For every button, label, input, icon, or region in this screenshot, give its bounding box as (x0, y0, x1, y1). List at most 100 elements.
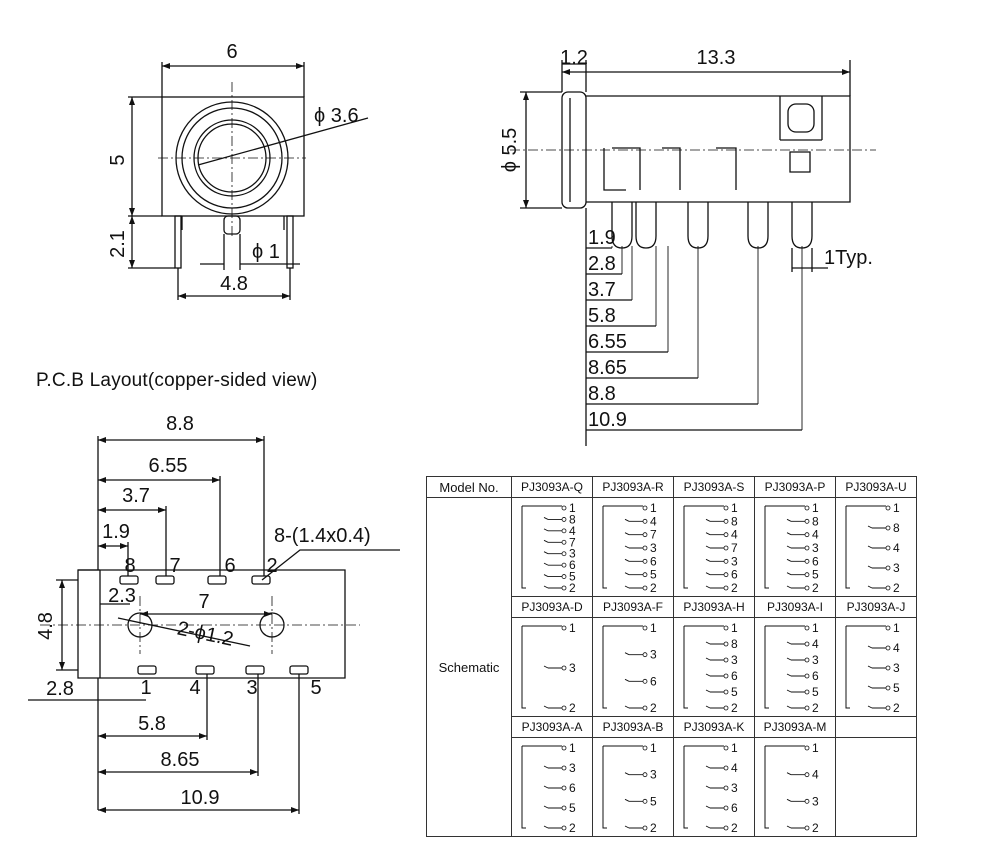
pin-terminal (723, 625, 729, 631)
pin-terminal (642, 585, 648, 591)
schematic-label: Schematic (426, 497, 512, 837)
pin-number: 1 (731, 501, 738, 515)
pin-number: 4 (731, 528, 738, 542)
pin-lead (543, 539, 562, 543)
pin-terminal (804, 641, 810, 647)
pin-spacing-dim: 4.8 (220, 273, 248, 295)
sleeve-contact (521, 626, 526, 709)
pin-terminal (804, 625, 810, 631)
pin-lead (705, 689, 724, 693)
pin-number: 2 (812, 701, 819, 715)
pin-terminal (642, 772, 648, 778)
pin-number: 6 (569, 558, 576, 572)
pin-terminal (804, 572, 810, 578)
sleeve-contact (845, 626, 850, 709)
pin-number: 6 (650, 674, 657, 688)
front-view-drawing: 6 5 2.1 ϕ 3.6 ϕ 1 4.8 (107, 41, 369, 300)
pin-terminal (642, 558, 648, 564)
pin-number: 1 (650, 621, 657, 635)
pcb-pin-3: 3 (246, 677, 257, 699)
pin-lead (705, 785, 724, 789)
pcb-pin-5: 5 (310, 677, 321, 699)
pin-number: 3 (650, 648, 657, 662)
pin-width-dim: 1Typ. (824, 247, 873, 269)
pin-number: 6 (812, 669, 819, 683)
side-pin-offsets: 1.92.83.75.86.558.658.810.9 (586, 227, 803, 431)
schematic-diagram: 132 (521, 621, 576, 715)
pin-number: 5 (569, 570, 576, 584)
pin-terminal (723, 641, 729, 647)
pin-terminal (885, 625, 891, 631)
model-name: PJ3093A-D (511, 596, 593, 618)
pin-lead (786, 705, 805, 709)
model-name: PJ3093A-Q (511, 476, 593, 498)
pin-lead (786, 657, 805, 661)
pin-terminal (885, 645, 891, 651)
pin-terminal (723, 518, 729, 524)
pin-number: 4 (812, 637, 819, 651)
model-name: PJ3093A-B (592, 716, 674, 738)
pin-terminal (723, 765, 729, 771)
sleeve-contact (602, 506, 607, 589)
pin-terminal (804, 673, 810, 679)
pin-number: 3 (569, 547, 576, 561)
pin-number: 5 (812, 568, 819, 582)
pcb-pin-8: 8 (124, 555, 135, 577)
pin-number: 4 (812, 768, 819, 782)
pin-terminal (561, 665, 567, 671)
pin-number: 3 (569, 661, 576, 675)
pin-lead (624, 798, 643, 802)
pin-number: 4 (893, 641, 900, 655)
pin-terminal (723, 558, 729, 564)
pin-number: 3 (731, 653, 738, 667)
pin-lead (705, 765, 724, 769)
pin-terminal (723, 825, 729, 831)
pin-lead (543, 585, 562, 589)
pin-lead (867, 545, 886, 549)
schematic-diagram (836, 738, 916, 836)
pin-number: 3 (650, 541, 657, 555)
offset-dim-label: 8.65 (588, 357, 627, 379)
hole-spacing-dim: 7 (198, 591, 209, 613)
pin-number: 1 (650, 501, 657, 515)
pin-number: 2 (731, 581, 738, 595)
model-name: PJ3093A-R (592, 476, 674, 498)
model-name: PJ3093A-P (754, 476, 836, 498)
pin-lead (786, 585, 805, 589)
pin-terminal (804, 518, 810, 524)
pin-number: 4 (893, 541, 900, 555)
pin-lead (705, 532, 724, 536)
pcb-pin-4: 4 (189, 677, 200, 699)
offset-dim-label: 10.9 (588, 409, 627, 431)
pin-terminal (561, 574, 567, 579)
model-name: PJ3093A-I (754, 596, 836, 618)
sleeve-contact (602, 746, 607, 829)
pin-lead (786, 772, 805, 776)
pin-lead (867, 705, 886, 709)
pin-terminal (561, 585, 567, 591)
pin-terminal (723, 505, 729, 511)
sleeve-contact (764, 506, 769, 589)
pin-lead (786, 558, 805, 562)
pin-terminal (885, 525, 891, 531)
pin-terminal (885, 505, 891, 511)
pin-number: 3 (569, 761, 576, 775)
pin-terminal (642, 705, 648, 711)
pin-number: 6 (812, 554, 819, 568)
pin-lead (867, 685, 886, 689)
pin-number: 5 (650, 794, 657, 808)
pin-lead (543, 705, 562, 709)
pin-number: 8 (731, 637, 738, 651)
pcb-dim-8-65: 8.65 (161, 749, 200, 771)
pin-lead (867, 525, 886, 529)
pin-number: 5 (893, 681, 900, 695)
pin-terminal (804, 825, 810, 831)
pin-terminal (561, 785, 567, 791)
pin-number: 1 (569, 501, 576, 515)
pin-terminal (885, 565, 891, 571)
pin-terminal (561, 765, 567, 771)
